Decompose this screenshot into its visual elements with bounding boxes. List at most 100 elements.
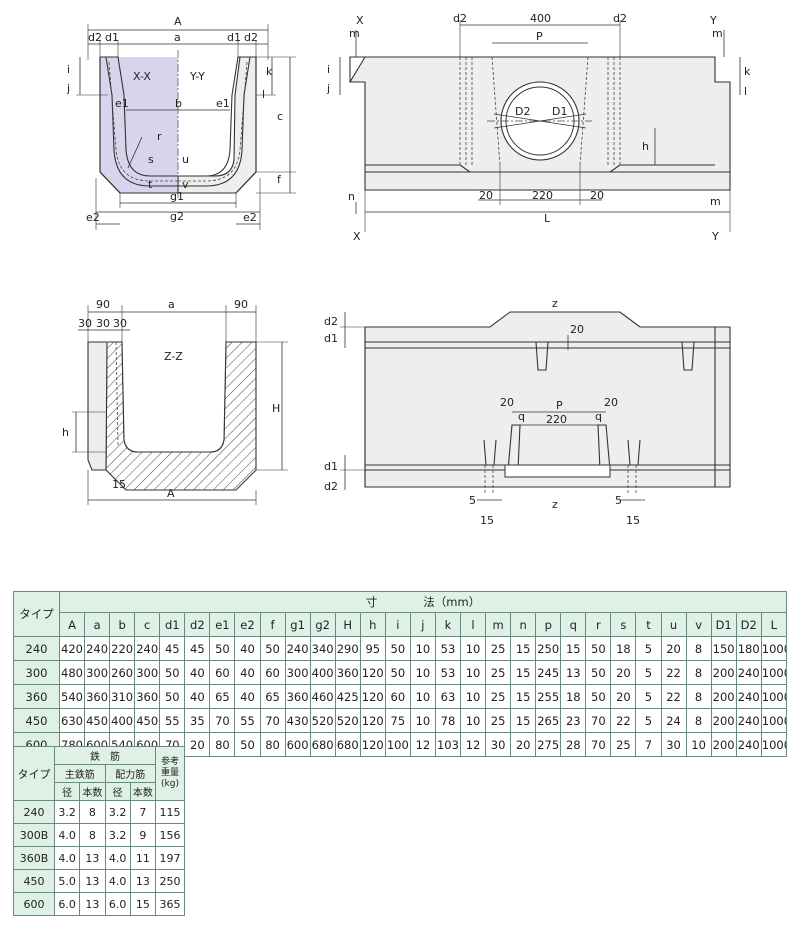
column-header: g2 <box>309 612 336 637</box>
section-z-labels: 90 a 90 30 30 30 Z-Z h H 15 A <box>62 298 280 500</box>
table-cell: 60 <box>259 660 286 685</box>
dim-label: u <box>182 153 189 166</box>
row-type-cell: 450 <box>13 708 60 733</box>
table-cell: 300 <box>284 660 311 685</box>
dim-label: d2 <box>88 31 102 44</box>
dim-label: z <box>552 297 558 310</box>
drawings-area: A d2 d1 a d1 d2 X-X Y-Y i j k l c e1 b e… <box>62 12 751 527</box>
table-cell: 450 <box>134 708 161 733</box>
dim-label: g2 <box>170 210 184 223</box>
table-cell: 1000 <box>760 636 788 661</box>
dim-label: 400 <box>530 12 551 25</box>
dim-label: a <box>168 298 175 311</box>
table-cell: 18 <box>560 684 587 709</box>
dim-label: m <box>710 195 721 208</box>
table-cell: 400 <box>309 660 336 685</box>
dim-label: H <box>272 402 280 415</box>
dim-label: j <box>66 82 70 95</box>
table-cell: 28 <box>560 732 587 757</box>
table-cell: 8 <box>79 823 106 847</box>
dim-label: i <box>67 63 70 76</box>
section-xy-labels: A d2 d1 a d1 d2 X-X Y-Y i j k l c e1 b e… <box>66 15 283 224</box>
table-cell: 25 <box>485 636 512 661</box>
column-header: h <box>359 612 386 637</box>
dim-label: 30 <box>78 317 92 330</box>
table-cell: 53 <box>434 636 462 661</box>
dimensions-title: 寸 法（mm） <box>59 591 787 613</box>
type-header: タイプ <box>13 591 60 637</box>
table-cell: 6.0 <box>104 892 131 916</box>
table-cell: 240 <box>284 636 311 661</box>
table-cell: 240 <box>735 708 762 733</box>
dim-label: j <box>326 82 330 95</box>
dim-label: 15 <box>626 514 640 527</box>
column-header: l <box>459 612 487 637</box>
column-header: b <box>109 612 136 637</box>
table-cell: 15 <box>510 660 537 685</box>
table-cell: 50 <box>585 636 612 661</box>
dim-label: A <box>174 15 182 28</box>
column-header: g1 <box>284 612 311 637</box>
table-cell: 50 <box>209 636 236 661</box>
section-xy-drawing <box>76 24 296 230</box>
rebar-header-row-1: タイプ 鉄 筋 参考 重量 (kg) <box>13 746 185 801</box>
table-cell: 4.0 <box>104 846 131 870</box>
table-cell: 10 <box>409 660 436 685</box>
table-cell: 15 <box>129 892 157 916</box>
table-cell: 40 <box>234 684 261 709</box>
table-cell: 290 <box>334 636 361 661</box>
row-type-cell: 360B <box>13 846 55 870</box>
plan-view-labels: z d2 d1 20 20 P 20 q q 220 d1 d2 5 5 15 … <box>324 297 640 527</box>
plan-view-body <box>364 311 731 488</box>
row-type-cell: 240 <box>13 800 55 824</box>
table-cell: 520 <box>309 708 336 733</box>
dim-label: k <box>744 65 751 78</box>
main-count-header: 本数 <box>79 782 106 801</box>
table-cell: 8 <box>79 800 106 824</box>
dim-label: 220 <box>546 413 567 426</box>
table-cell: 220 <box>109 636 136 661</box>
table-cell: 12 <box>459 732 487 757</box>
side-view-drawing <box>339 20 741 232</box>
dim-label: P <box>556 399 563 412</box>
dimensions-title-row: タイプ 寸 法（mm） <box>13 591 787 637</box>
column-header: A <box>58 612 86 637</box>
table-cell: 120 <box>359 684 386 709</box>
table-cell: 425 <box>334 684 361 709</box>
table-cell: 63 <box>434 684 462 709</box>
table-cell: 50 <box>159 684 186 709</box>
table-cell: 1000 <box>760 708 788 733</box>
table-cell: 520 <box>334 708 361 733</box>
table-cell: 10 <box>409 636 436 661</box>
column-header: H <box>334 612 361 637</box>
table-cell: 30 <box>485 732 512 757</box>
rebar-header-row-2: 主鉄筋 配力筋 <box>14 764 185 783</box>
table-cell: 45 <box>159 636 186 661</box>
dim-label: l <box>744 85 747 98</box>
dim-label: 15 <box>480 514 494 527</box>
table-cell: 1000 <box>760 732 788 757</box>
dim-label: d1 <box>105 31 119 44</box>
dim-label: Y <box>709 14 717 27</box>
table-cell: 22 <box>610 708 637 733</box>
column-header: e2 <box>234 612 261 637</box>
column-header: i <box>384 612 411 637</box>
row-type-cell: 300 <box>13 660 60 685</box>
dim-label: g1 <box>170 190 184 203</box>
table-cell: 8 <box>685 636 712 661</box>
dim-label: d2 <box>324 315 338 328</box>
table-cell: 245 <box>535 660 562 685</box>
table-cell: 13 <box>79 846 106 870</box>
row-type-cell: 300B <box>13 823 55 847</box>
table-cell: 120 <box>359 660 386 685</box>
weight-header-3: (kg) <box>161 779 179 789</box>
table-cell: 300 <box>84 660 111 685</box>
weight-header-1: 参考 <box>160 757 179 767</box>
table-cell: 5 <box>635 684 662 709</box>
